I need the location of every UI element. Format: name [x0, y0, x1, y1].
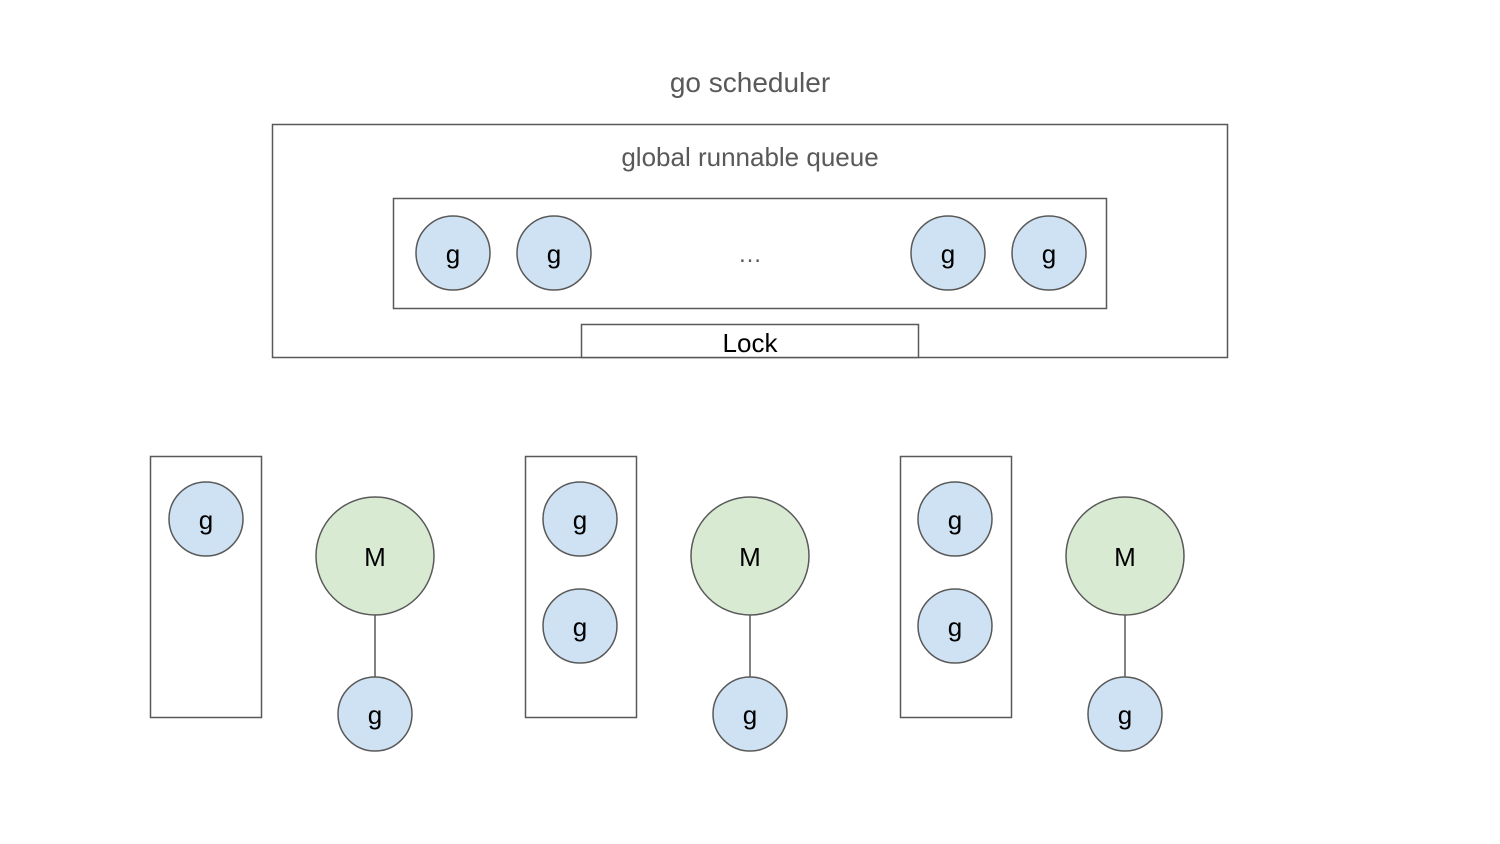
global-goroutine: g: [910, 215, 986, 291]
goroutine-node: [917, 481, 993, 557]
goroutine-label: g: [948, 612, 962, 642]
goroutine-label: g: [743, 700, 757, 730]
global-goroutine: g: [1011, 215, 1087, 291]
goroutine-node: [542, 481, 618, 557]
machine-label: M: [364, 542, 386, 572]
lock-box: [580, 323, 920, 359]
global-queue-slots: [392, 197, 1108, 310]
global-goroutine: g: [415, 215, 491, 291]
goroutine-node: [415, 215, 491, 291]
goroutine-label: g: [199, 505, 213, 535]
goroutine-label: g: [948, 505, 962, 535]
diagram-title: go scheduler: [670, 67, 830, 98]
goroutine-node: [917, 588, 993, 664]
goroutine-label: g: [941, 239, 955, 269]
goroutine-label: g: [446, 239, 460, 269]
goroutine-node: [542, 588, 618, 664]
running-goroutine-node: [337, 676, 413, 752]
processor-group: g g M g: [899, 455, 1185, 752]
goroutine-label: g: [573, 505, 587, 535]
processor-group: g M g: [149, 455, 435, 752]
machine-node: [1065, 496, 1185, 616]
global-queue-panel: global runnable queue g g … g g Lock: [271, 123, 1229, 359]
goroutine-label: g: [1118, 700, 1132, 730]
local-run-queue: [899, 455, 1013, 719]
goroutine-label: g: [368, 700, 382, 730]
goroutine-node: [168, 481, 244, 557]
processor-group: g g M g: [524, 455, 810, 752]
goroutine-label: g: [1042, 239, 1056, 269]
machine-label: M: [1114, 542, 1136, 572]
global-goroutine: g: [516, 215, 592, 291]
goroutine-node: [910, 215, 986, 291]
machine-node: [690, 496, 810, 616]
lock-label: Lock: [723, 328, 779, 358]
goroutine-label: g: [573, 612, 587, 642]
goroutine-node: [516, 215, 592, 291]
running-goroutine-node: [1087, 676, 1163, 752]
machine-node: [315, 496, 435, 616]
goroutine-node: [1011, 215, 1087, 291]
machine-label: M: [739, 542, 761, 572]
global-queue-label: global runnable queue: [621, 142, 878, 172]
goroutine-label: g: [547, 239, 561, 269]
queue-ellipsis: …: [738, 241, 762, 268]
running-goroutine-node: [712, 676, 788, 752]
